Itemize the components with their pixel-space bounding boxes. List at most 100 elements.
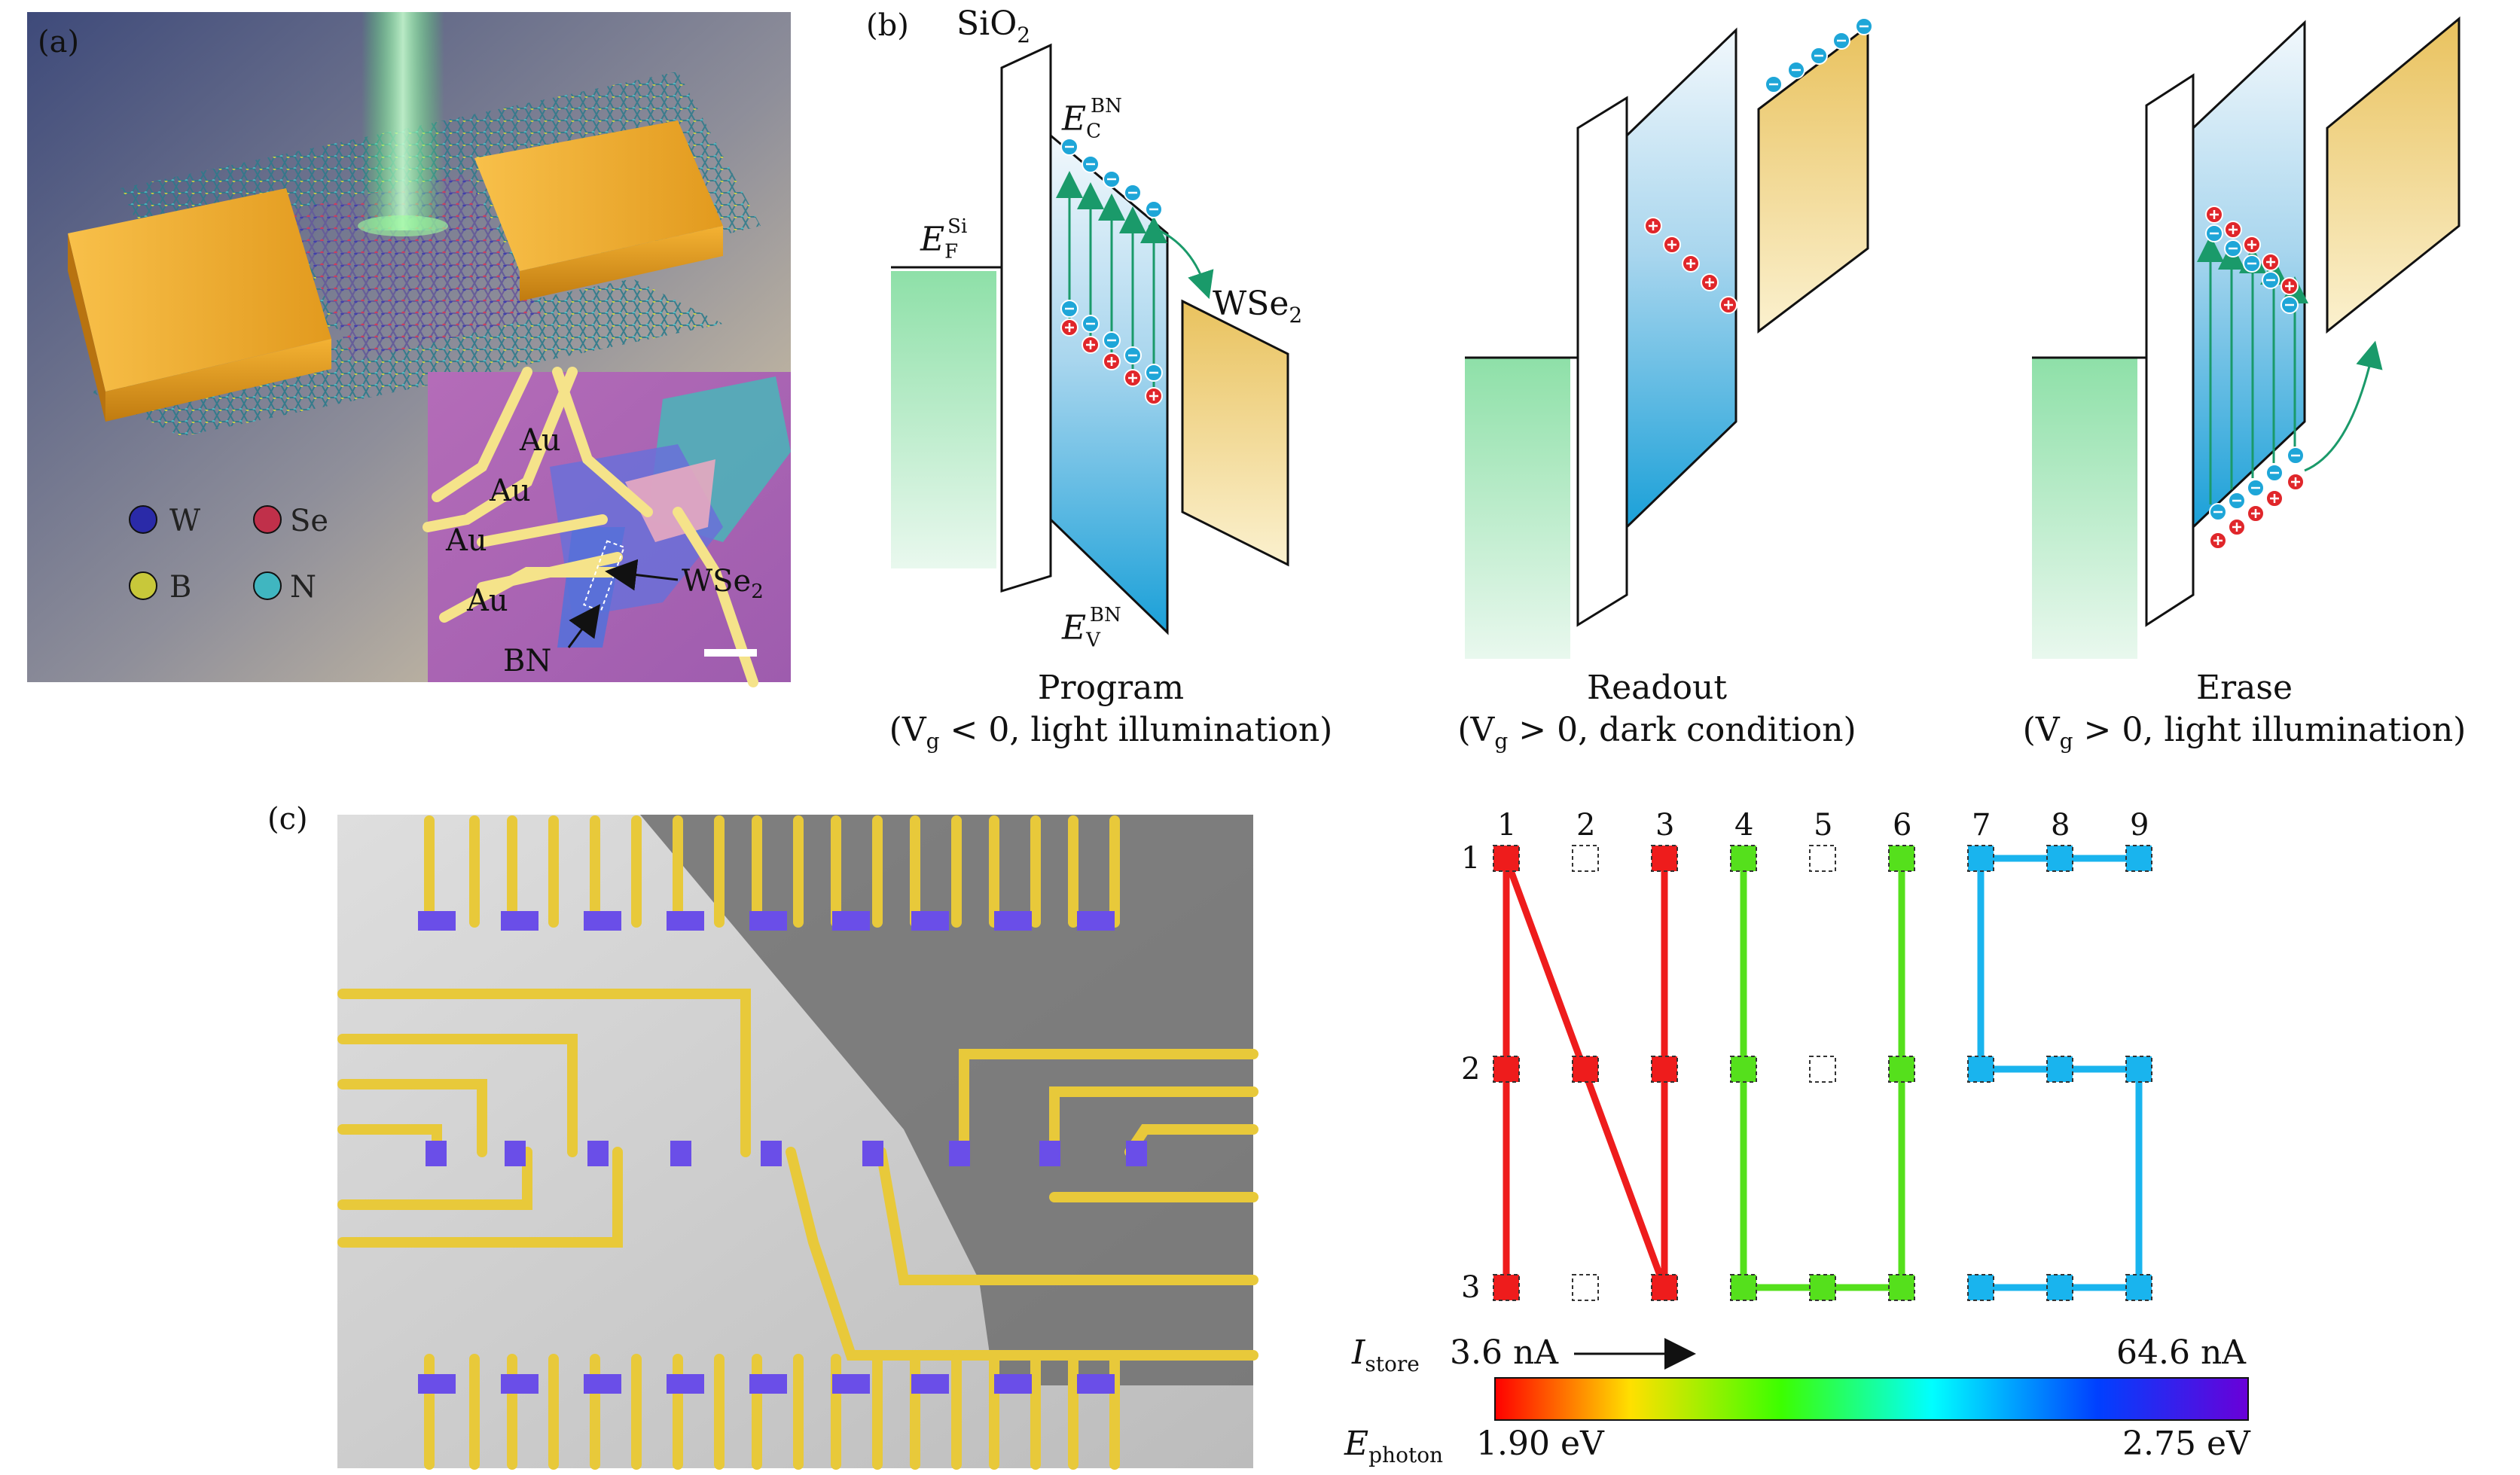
electron-icon	[1810, 47, 1828, 65]
electrode-label: Au	[446, 523, 487, 558]
pixel-on	[1651, 1056, 1678, 1083]
hole-icon	[1644, 217, 1662, 235]
pixel-on	[1967, 1274, 1994, 1301]
hole-icon	[2265, 489, 2284, 507]
current-axis-label: Istore	[1352, 1333, 1420, 1376]
pixel-on	[1888, 1056, 1915, 1083]
mode-title-program: Program	[1037, 669, 1185, 707]
electron-icon	[1082, 155, 1100, 173]
hole-icon	[2247, 504, 2265, 523]
column-number: 7	[1972, 808, 1991, 843]
hole-icon	[1124, 369, 1142, 387]
electron-icon	[2281, 296, 2299, 314]
pixel-off	[1809, 845, 1836, 872]
electron-icon	[1145, 200, 1163, 218]
electron-icon	[1060, 300, 1078, 318]
panel-a-illustration	[27, 12, 791, 687]
hole-icon	[1145, 387, 1163, 405]
conduction-band-label: ECBN	[1062, 95, 1122, 143]
hole-icon	[1719, 296, 1737, 314]
pixel-on	[1493, 1274, 1520, 1301]
hole-icon	[2243, 236, 2261, 254]
pixel-on	[1730, 1056, 1757, 1083]
hole-icon	[2262, 253, 2280, 271]
column-number: 3	[1655, 808, 1675, 843]
b-atom-icon	[129, 571, 157, 600]
w-atom-icon	[129, 505, 157, 534]
hole-icon	[1663, 236, 1681, 254]
electron-icon	[2209, 503, 2227, 521]
band-diagram-readout	[1465, 23, 1869, 659]
pixel-on	[2046, 845, 2073, 872]
panel-a-label: (a)	[38, 25, 80, 59]
row-number: 2	[1461, 1052, 1481, 1086]
bn-inset-label: BN	[503, 644, 552, 678]
mode-condition-readout: (Vg > 0, dark condition)	[1457, 711, 1856, 754]
legend-n: N	[290, 570, 316, 605]
legend-b: B	[169, 570, 192, 605]
electron-icon	[1103, 331, 1121, 349]
electron-icon	[2205, 224, 2223, 242]
electrode-label: Au	[490, 474, 531, 508]
hole-icon	[2281, 277, 2299, 295]
pixel-on	[1809, 1274, 1836, 1301]
electron-icon	[1103, 170, 1121, 188]
electron-icon	[2262, 271, 2280, 289]
electron-icon	[1124, 346, 1142, 364]
mode-condition-erase: (Vg > 0, light illumination)	[2022, 711, 2467, 754]
valence-band-label: EVBN	[1062, 604, 1121, 652]
pixel-on	[1730, 1274, 1757, 1301]
mode-condition-program: (Vg < 0, light illumination)	[889, 711, 1333, 754]
row-number: 1	[1461, 841, 1481, 876]
color-scale-bar	[1494, 1377, 2249, 1421]
scale-bar	[704, 649, 757, 657]
hole-icon	[2209, 532, 2227, 550]
pixel-on	[2046, 1056, 2073, 1083]
column-number: 1	[1497, 808, 1517, 843]
pixel-on	[1572, 1056, 1599, 1083]
current-max-label: 64.6 nA	[2116, 1333, 2247, 1372]
pixel-on	[2125, 845, 2152, 872]
pixel-on	[1493, 845, 1520, 872]
electron-icon	[1145, 364, 1163, 382]
electrode-label: Au	[520, 423, 561, 458]
electron-icon	[2228, 492, 2246, 510]
pixel-on	[1493, 1056, 1520, 1083]
wse2-inset-label: WSe2	[682, 564, 764, 603]
band-diagram-erase	[2032, 16, 2461, 659]
column-number: 6	[1893, 808, 1912, 843]
electron-icon	[1787, 61, 1805, 79]
electron-icon	[1082, 315, 1100, 333]
electron-icon	[1832, 32, 1850, 50]
electron-icon	[1060, 138, 1078, 156]
panel-b-label: (b)	[866, 8, 909, 43]
pixel-on	[1651, 1274, 1678, 1301]
column-number: 9	[2130, 808, 2149, 843]
column-number: 4	[1734, 808, 1754, 843]
current-min-label: 3.6 nA	[1450, 1333, 1559, 1372]
photon-min-label: 1.90 eV	[1476, 1425, 1604, 1463]
photon-max-label: 2.75 eV	[2122, 1425, 2250, 1463]
hole-icon	[1082, 336, 1100, 354]
hole-icon	[1701, 273, 1719, 291]
electron-icon	[2243, 254, 2261, 273]
photon-energy-axis-label: Ephoton	[1344, 1425, 1444, 1467]
se-atom-icon	[253, 505, 282, 534]
hole-icon	[1682, 254, 1700, 273]
nus-pixel-grid	[1493, 845, 2152, 1301]
legend-se: Se	[290, 504, 329, 538]
hole-icon	[2205, 206, 2223, 224]
hole-icon	[2287, 473, 2305, 491]
electron-icon	[2265, 464, 2284, 482]
electron-icon	[2224, 239, 2242, 258]
hole-icon	[1060, 318, 1078, 337]
electrode-label: Au	[467, 584, 508, 618]
pixel-on	[2046, 1274, 2073, 1301]
hole-icon	[2228, 518, 2246, 536]
mode-title-erase: Erase	[2195, 669, 2293, 707]
pixel-on	[1730, 845, 1757, 872]
column-number: 8	[2051, 808, 2070, 843]
pixel-on	[1888, 845, 1915, 872]
pixel-on	[1967, 1056, 1994, 1083]
